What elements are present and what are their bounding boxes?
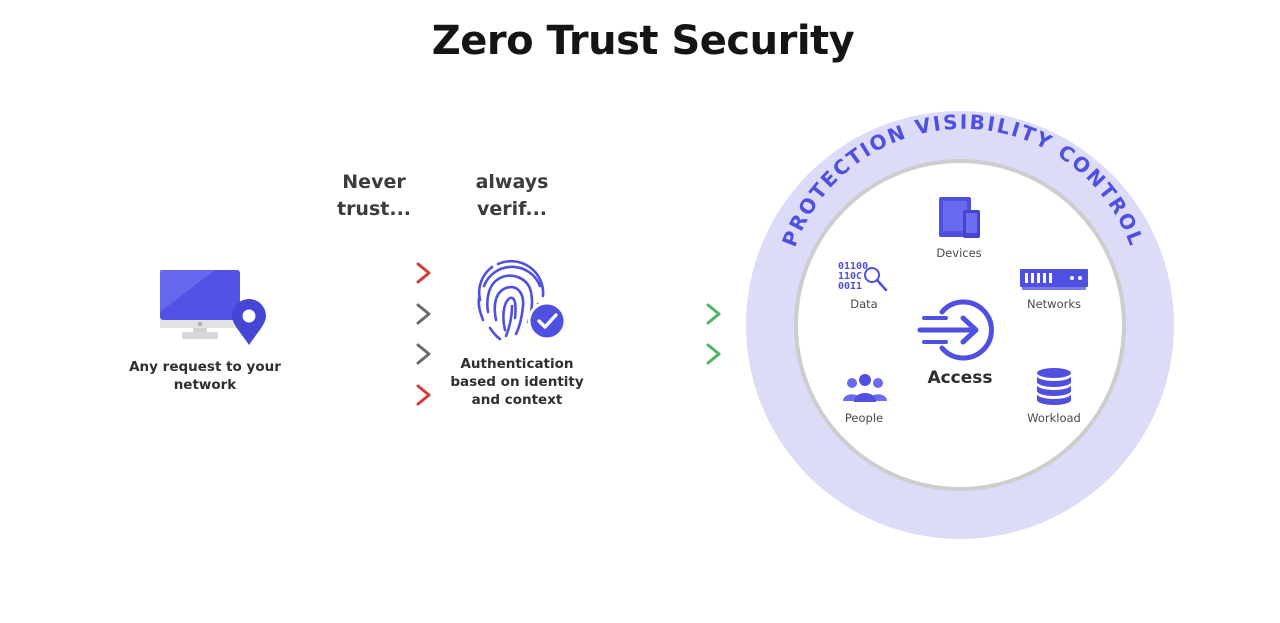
svg-text:01100: 01100 xyxy=(838,261,868,272)
people-icon xyxy=(843,374,887,402)
never-trust-line-2: trust... xyxy=(336,198,412,220)
allowed-arrow xyxy=(608,303,721,325)
node-label-data: Data xyxy=(850,297,878,311)
monitor-location-icon xyxy=(160,270,266,345)
always-verify-label: always verif... xyxy=(452,169,572,223)
protection-ring xyxy=(746,111,1174,539)
incoming-request-arrows xyxy=(318,262,431,406)
network-rack-icon xyxy=(1020,269,1088,290)
svg-text:110C: 110C xyxy=(838,271,862,282)
never-trust-line-1: Never xyxy=(342,171,406,193)
always-verify-line-1: always xyxy=(475,171,549,193)
node-label-devices: Devices xyxy=(936,246,982,260)
request-label: Any request to your network xyxy=(120,358,290,394)
devices-icon xyxy=(939,197,980,238)
allowed-access-arrows xyxy=(608,303,721,365)
auth-label-line-3: and context xyxy=(471,392,563,408)
access-label: Access xyxy=(927,368,993,388)
never-trust-label: Never trust... xyxy=(314,169,434,223)
neutral-arrow xyxy=(318,303,431,325)
denied-arrow xyxy=(318,384,431,406)
access-arrow-icon xyxy=(917,299,994,361)
allowed-arrow xyxy=(608,343,721,365)
auth-label-line-2: based on identity xyxy=(450,374,584,390)
page-title: Zero Trust Security xyxy=(431,18,855,64)
request-label-line-2: network xyxy=(173,377,237,393)
request-label-line-1: Any request to your xyxy=(129,359,281,375)
node-label-networks: Networks xyxy=(1026,297,1081,311)
fingerprint-check-icon xyxy=(477,259,567,341)
node-label-workload: Workload xyxy=(1027,411,1081,425)
neutral-arrow xyxy=(318,343,431,365)
database-icon xyxy=(1037,368,1071,405)
auth-label: Authentication based on identity and con… xyxy=(437,355,597,409)
node-label-people: People xyxy=(844,411,884,425)
always-verify-line-2: verif... xyxy=(476,198,548,220)
denied-arrow xyxy=(318,262,431,284)
data-search-icon: 01100 110C 00I1 xyxy=(838,261,888,292)
svg-text:00I1: 00I1 xyxy=(838,281,862,292)
auth-label-line-1: Authentication xyxy=(460,356,574,372)
